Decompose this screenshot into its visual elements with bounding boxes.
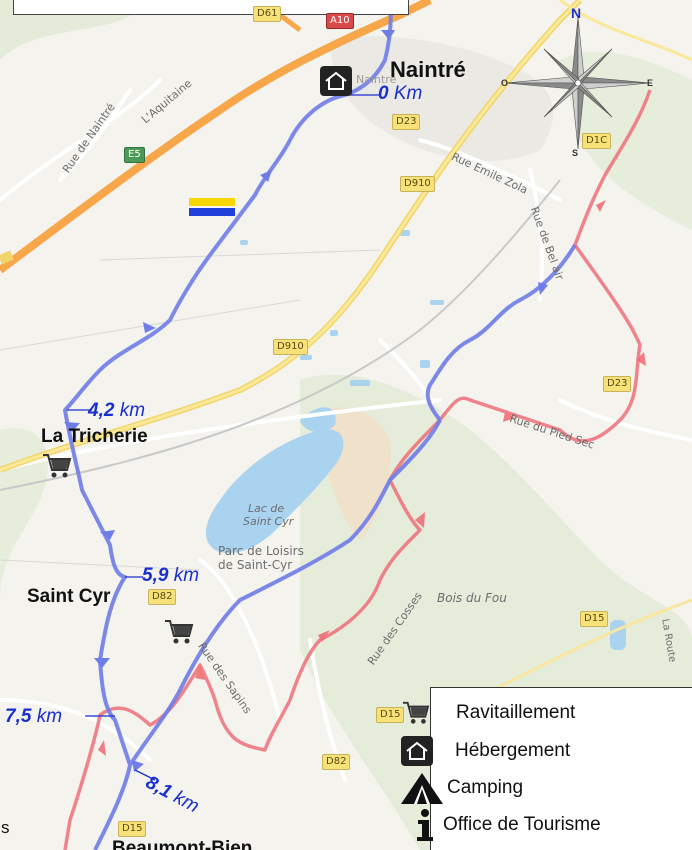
legend-item: Ravitaillement	[401, 700, 575, 726]
town-label-saint-cyr: Saint Cyr	[27, 586, 111, 607]
legend-label: Camping	[447, 777, 524, 798]
tent-icon	[401, 773, 443, 804]
km-marker: 5,9 km	[142, 565, 200, 586]
town-label-naintre: Naintré	[390, 57, 466, 82]
map-legend: Ravitaillement Hébergement Camping Offic…	[401, 687, 692, 850]
km-marker: 4,2 km	[88, 400, 146, 421]
road-shield-d1c: D1C	[582, 133, 612, 149]
road-shield-a10: A10	[326, 13, 354, 29]
legend-label: Ravitaillement	[456, 702, 576, 723]
road-shield-d910: D910	[273, 339, 308, 355]
legend-item: Hébergement	[401, 736, 570, 766]
town-label-la-tricherie: La Tricherie	[41, 426, 148, 447]
house-icon[interactable]	[320, 66, 352, 96]
edge-text-left: s	[1, 818, 10, 837]
cart-icon	[403, 701, 430, 724]
road-shield-d15: D15	[118, 821, 147, 837]
compass-west-label: O	[501, 78, 509, 88]
road-shield-d23: D23	[603, 376, 632, 392]
road-shield-d910: D910	[400, 176, 435, 192]
compass-east-label: E	[647, 78, 654, 88]
compass-rose-icon	[505, 16, 651, 150]
road-shield-d82: D82	[322, 754, 351, 770]
park-label-1: Parc de Loisirs	[218, 544, 304, 558]
legend-item: Office de Tourisme	[413, 808, 601, 842]
road-shield-d82: D82	[148, 589, 177, 605]
road-shield-d61: D61	[253, 6, 282, 22]
legend-label: Office de Tourisme	[443, 814, 601, 835]
km-marker: 7,5 km	[5, 706, 63, 727]
km-marker: 0 Km	[378, 83, 423, 104]
cart-icon[interactable]	[42, 452, 72, 480]
house-icon	[401, 736, 433, 766]
place-label-naintre-small: Naintré	[356, 73, 397, 86]
legend-label: Hébergement	[455, 740, 571, 761]
compass-south-label: S	[572, 148, 579, 158]
forest-label-bois-du-fou: Bois du Fou	[437, 591, 507, 605]
road-shield-d23: D23	[392, 114, 421, 130]
road-shield-d15: D15	[580, 611, 609, 627]
top-info-box	[13, 0, 409, 15]
road-shield-d15: D15	[376, 707, 405, 723]
compass-north-label: N	[571, 5, 582, 21]
info-icon	[417, 809, 433, 841]
town-label-bottom: Beaumont-Bien	[112, 838, 253, 850]
cart-icon[interactable]	[164, 618, 194, 646]
park-label-2: de Saint-Cyr	[218, 558, 293, 572]
legend-item: Camping	[399, 771, 523, 805]
road-shield-e5: E5	[124, 147, 145, 163]
lake-label-2: Saint Cyr	[243, 515, 294, 528]
lake-label-1: Lac de	[248, 502, 285, 515]
